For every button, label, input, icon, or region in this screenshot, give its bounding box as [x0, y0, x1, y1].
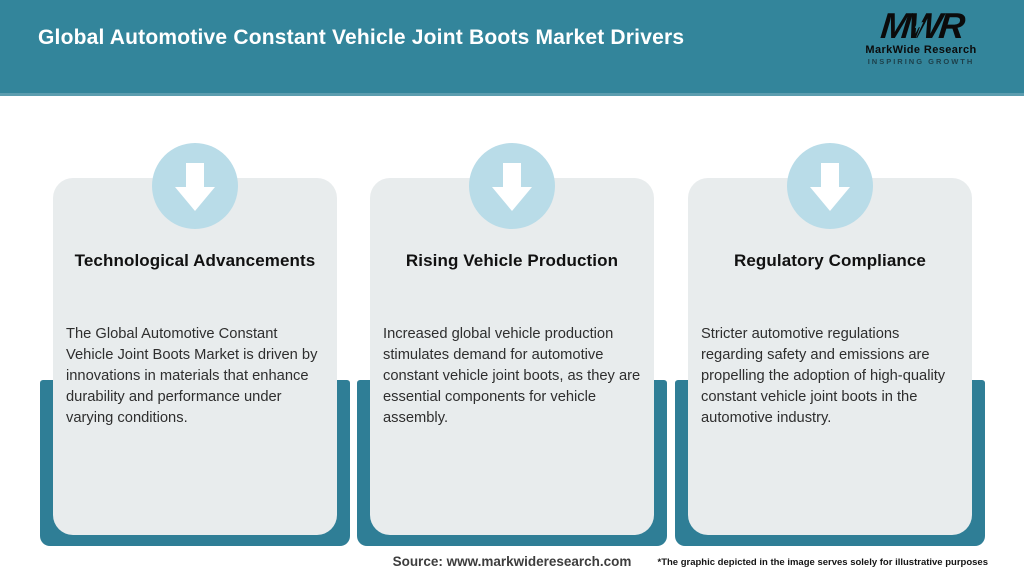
disclaimer-text: *The graphic depicted in the image serve…: [657, 557, 989, 568]
header-band: Global Automotive Constant Vehicle Joint…: [0, 0, 1024, 96]
down-arrow-badge: [152, 143, 238, 229]
down-arrow-badge: [787, 143, 873, 229]
card-description: The Global Automotive Constant Vehicle J…: [66, 326, 318, 426]
card-title: Technological Advancements: [74, 251, 316, 270]
down-arrow-icon: [175, 163, 215, 211]
card-description: Stricter automotive regulations regardin…: [701, 326, 946, 426]
down-arrow-icon: [810, 163, 850, 211]
card-body: Regulatory Compliance Stricter automotiv…: [688, 178, 972, 535]
down-arrow-badge: [469, 143, 555, 229]
page-title: Global Automotive Constant Vehicle Joint…: [38, 26, 685, 49]
card-description: Increased global vehicle production stim…: [383, 326, 641, 426]
down-arrow-icon: [492, 163, 532, 211]
card-title: Regulatory Compliance: [734, 251, 926, 270]
logo-name: MarkWide Research: [865, 44, 977, 56]
driver-card-regulatory-compliance: Regulatory Compliance Stricter automotiv…: [675, 143, 985, 546]
source-text: Source: www.markwideresearch.com: [392, 554, 632, 569]
logo-acronym-text: MWR: [878, 5, 964, 46]
card-title: Rising Vehicle Production: [405, 251, 619, 270]
card-body: Rising Vehicle Production Increased glob…: [370, 178, 654, 535]
logo-acronym: MWR: [878, 5, 964, 46]
brand-logo: MWR MarkWide Research INSPIRING GROWTH: [836, 5, 1006, 66]
logo-tagline: INSPIRING GROWTH: [867, 57, 975, 66]
driver-card-rising-vehicle-production: Rising Vehicle Production Increased glob…: [357, 143, 667, 546]
card-body: Technological Advancements The Global Au…: [53, 178, 337, 535]
driver-card-technological-advancements: Technological Advancements The Global Au…: [40, 143, 350, 546]
